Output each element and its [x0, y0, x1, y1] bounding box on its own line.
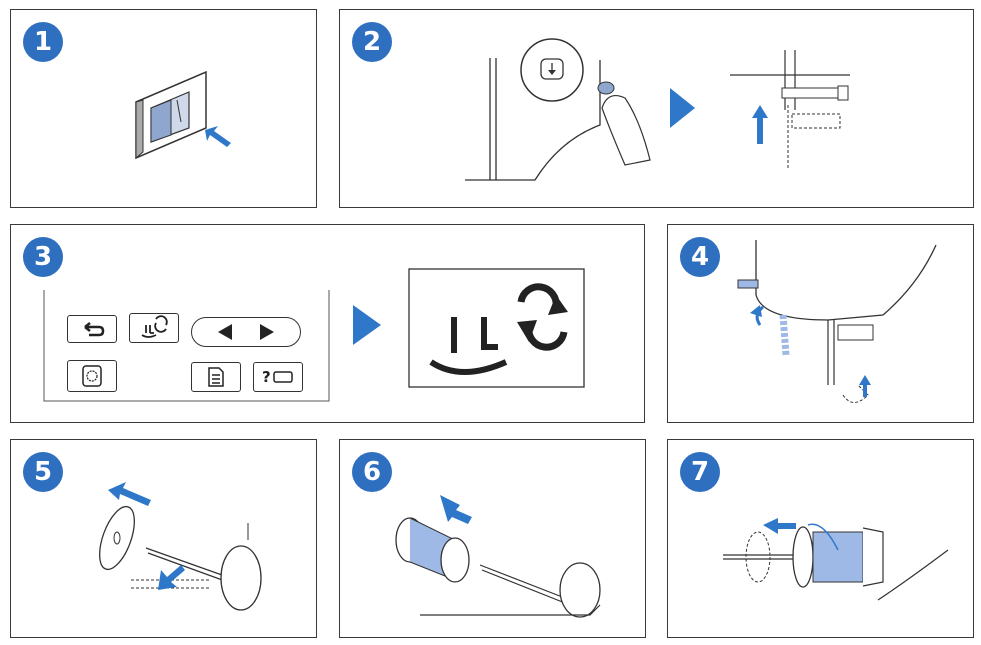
embroidery-icon — [82, 365, 102, 387]
step-badge-4: 4 — [680, 237, 720, 277]
up-arrow-icon — [158, 565, 185, 590]
step-panel-5: 5 — [10, 439, 317, 638]
up-arrow-icon — [859, 375, 871, 397]
press-arrow-icon — [205, 126, 231, 147]
step-panel-3: 3 ? — [10, 224, 645, 423]
step-badge-7: 7 — [680, 452, 720, 492]
svg-text:?: ? — [262, 368, 271, 386]
right-arrow-icon — [763, 518, 796, 534]
presser-foot-lift-button[interactable] — [129, 313, 179, 343]
power-switch-illustration — [135, 70, 231, 160]
next-arrow-icon — [670, 88, 695, 128]
needle-detail — [730, 50, 850, 170]
right-arrow-icon — [440, 495, 472, 524]
presser-foot-illustration — [737, 240, 937, 403]
left-right-button[interactable] — [191, 317, 301, 347]
right-triangle-icon — [260, 324, 274, 340]
step-panel-1: 1 — [10, 9, 317, 208]
spool-cap-attach-illustration — [723, 518, 949, 601]
back-button[interactable] — [67, 315, 117, 343]
step-badge-1: 1 — [23, 22, 63, 62]
step-panel-4: 4 — [667, 224, 974, 423]
back-arrow-icon — [84, 322, 105, 337]
list-icon — [208, 367, 224, 387]
embroidery-button[interactable] — [67, 360, 117, 392]
help-button[interactable]: ? — [253, 362, 303, 392]
power-switch-icon — [135, 70, 207, 160]
control-panel-illustration — [43, 290, 330, 402]
step-panel-7: 7 — [667, 439, 974, 638]
spool-cap-removal-illustration — [99, 482, 262, 611]
needle-position-icon — [540, 58, 564, 80]
left-triangle-icon — [218, 324, 232, 340]
left-arrow-icon — [108, 482, 151, 506]
help-icon: ? — [262, 368, 293, 386]
step-panel-2: 2 — [339, 9, 974, 208]
step-badge-2: 2 — [352, 22, 392, 62]
step-badge-5: 5 — [23, 452, 63, 492]
presser-foot-lift-icon — [141, 315, 168, 338]
spool-placement-illustration — [395, 495, 601, 618]
step-panel-6: 6 — [339, 439, 646, 638]
step-badge-6: 6 — [352, 452, 392, 492]
step-badge-3: 3 — [23, 237, 63, 277]
needle-raise-illustration — [465, 38, 850, 181]
list-button[interactable] — [191, 362, 241, 392]
up-arrow-icon — [752, 105, 768, 144]
